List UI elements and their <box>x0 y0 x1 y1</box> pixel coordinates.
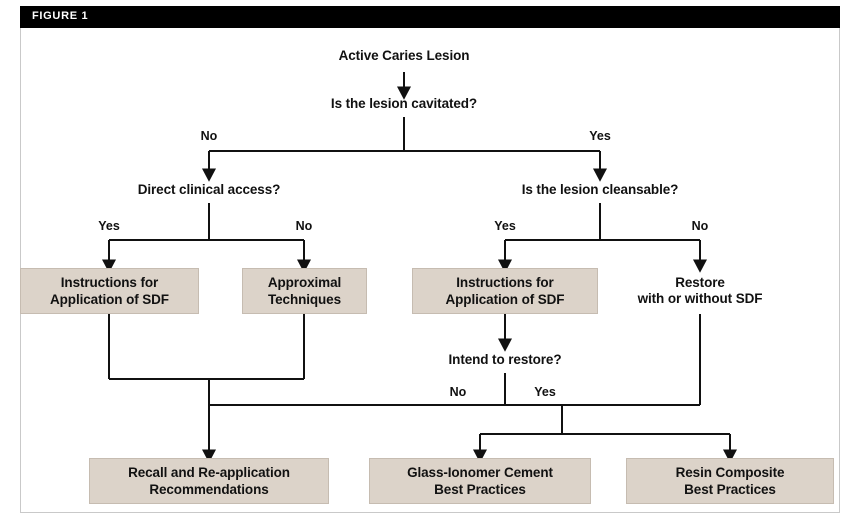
node-active-caries-lesion: Active Caries Lesion <box>338 48 470 63</box>
edge-label-cleansable-yes: Yes <box>494 219 516 233</box>
box-instructions-application-sdf-right: Instructions for Application of SDF <box>412 268 598 314</box>
box-instructions-application-sdf-left: Instructions for Application of SDF <box>20 268 199 314</box>
box-approximal-techniques: Approximal Techniques <box>242 268 367 314</box>
node-direct-clinical-access: Direct clinical access? <box>137 182 281 197</box>
edge-label-cavitated-yes: Yes <box>589 129 611 143</box>
node-is-lesion-cleansable: Is the lesion cleansable? <box>521 182 679 197</box>
edge-label-access-no: No <box>295 219 313 233</box>
figure-header-label: FIGURE 1 <box>32 10 89 22</box>
node-intend-to-restore: Intend to restore? <box>448 352 562 367</box>
figure-header-bar: FIGURE 1 <box>20 6 840 28</box>
edge-label-cavitated-no: No <box>200 129 218 143</box>
edge-label-intend-yes: Yes <box>534 385 556 399</box>
box-resin-composite-best-practices: Resin Composite Best Practices <box>626 458 834 504</box>
edge-label-cleansable-no: No <box>691 219 709 233</box>
edge-label-intend-no: No <box>449 385 467 399</box>
node-restore-with-or-without-sdf: Restore with or without SDF <box>637 275 763 306</box>
node-is-lesion-cavitated: Is the lesion cavitated? <box>330 96 478 111</box>
box-recall-reapplication-recommendations: Recall and Re-application Recommendation… <box>89 458 329 504</box>
edge-label-access-yes: Yes <box>98 219 120 233</box>
box-glass-ionomer-cement-best-practices: Glass-Ionomer Cement Best Practices <box>369 458 591 504</box>
